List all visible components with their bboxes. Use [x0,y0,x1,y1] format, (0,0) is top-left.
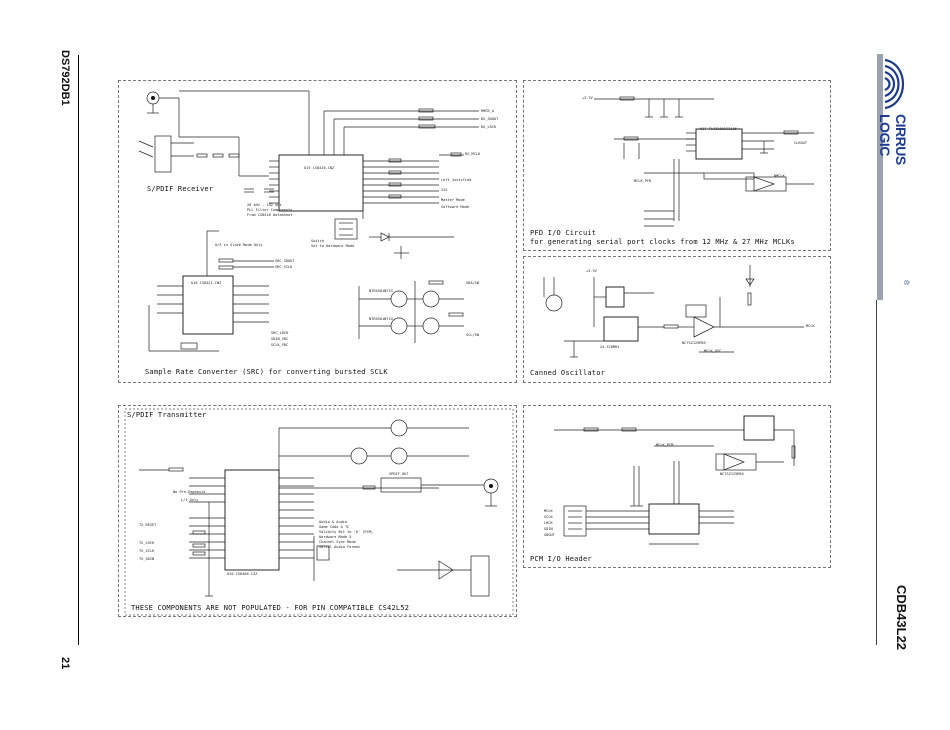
pfd-net-clkout: CLKOUT [794,141,807,145]
fet-part-1: NTR4501NT1G [369,289,393,293]
src-net-sclk-in: SCLK_SRC [271,343,289,347]
src-net-lrck: SRC_LRCK [271,331,289,335]
tx-note-gamecode: Game Code & TC [319,525,350,529]
rx-note-2: PLL Filter Components [247,208,293,212]
tx-note-preemph: No Pre-Emphasis [173,490,206,494]
cirrus-logo-icon [877,54,905,300]
pfd-schematic [594,96,814,227]
pcm-net-sdout: SDOUT [544,533,555,537]
left-margin-rule [78,55,79,645]
spdif-receiver-title: S/PDIF Receiver [147,185,214,193]
pfd-net-nmclk: NMCLK [774,174,785,178]
pcm-part-buffer: NC7SZ125M5X [720,472,744,476]
pfd-chip-label: U17 TLV320AIC3106 [700,127,737,131]
osc-schematic [543,265,804,358]
pfd-title-line1: PFD I/O Circuit [530,229,597,237]
tx-note-format: Serial Audio Format [319,545,361,549]
pfd-title-line2: for generating serial port clocks from 1… [530,238,795,246]
src-note-hw-mode: Set to Hardware Mode [311,244,355,248]
src-note-switch: Switch [311,239,324,243]
rx-right-mclk: RX_MCLK [465,152,481,156]
src-net-sdin: SDIN_SRC [271,337,289,341]
canned-osc-title: Canned Oscillator [530,369,606,377]
page-number: 21 [59,657,71,670]
rx-net-lrck: RX_LRCK [481,125,497,129]
panel-pcm: PCM I/O Header MCLK SCLK LRCK SDIN SDOUT… [523,405,831,568]
src-net-sdout: SRC_SDOUT [275,259,295,263]
rx-right-i2s: I2S [441,188,448,192]
rx-note-3: From CS8416 Datasheet [247,213,293,217]
board-title: CDB43L22 [894,585,909,651]
tx-note-lj: L/J Only [181,498,199,502]
tx-net-sclk: TX_SCLK [139,549,155,553]
receiver-src-schematic [138,90,479,352]
pcm-net-mclk: MCLK [544,509,553,513]
panel-canned-osc: Canned Oscillator +3.3V NC7SZ125M5X 24.5… [523,256,831,383]
rx-net-rmck: RMCK_A [481,109,494,113]
pcm-net-sdin: SDIN [544,527,553,531]
pcm-title: PCM I/O Header [530,555,592,563]
fet-net-sda: SDA/SW [466,281,479,285]
pcm-net-lrck: LRCK [544,521,553,525]
tx-note-validity: Validity Bit to '0' (PCM) [319,530,374,534]
spdif-tx-footnote: THESE COMPONENTS ARE NOT POPULATED - FOR… [131,604,410,612]
tx-note-audio: Audio & Audio [319,520,348,524]
tx-note-hwmode: Hardware Mode 5 [319,535,352,539]
osc-part-crystal: 24.576MHz [600,345,620,349]
src-title: Sample Rate Converter (SRC) for converti… [145,368,388,376]
pcm-net-mclk-pcm: MCLK_PCM [656,443,674,447]
panel-spdif-tx: S/PDIF Transmitter THESE COMPONENTS ARE … [118,405,517,617]
cirrus-logo: CIRRUS LOGIC ® [871,52,915,302]
fet-net-scl: SCL/SW [466,333,479,337]
osc-net-mclk-osc: MCLK_OSC [704,349,722,353]
rx-net-sdout: RX_SDOUT [481,117,499,121]
logo-registered-mark: ® [902,280,909,286]
src-note-slave: U/S in Slave Mode Only [215,243,263,247]
osc-net-vcc: +3.3V [586,269,597,273]
rx-note-1: 20 kHz - 192 kHz [247,203,282,207]
pfd-net-vcc: +3.3V [582,96,593,100]
pcm-net-sclk: SCLK [544,515,553,519]
pcm-schematic [554,415,796,545]
src-net-sclk: SRC_SCLK [275,265,293,269]
rx-chip-label: U15 CS8416-CNZ [304,166,335,170]
tx-net-reset: TX_RESET [139,523,157,527]
spdif-tx-title: S/PDIF Transmitter [127,411,207,419]
right-margin-rule [876,300,877,645]
tx-net-sdin: TX_SDIN [139,557,155,561]
panel-pfd: PFD I/O Circuit for generating serial po… [523,80,831,251]
tx-schematic [124,408,514,616]
logo-text: CIRRUS LOGIC [877,114,909,165]
osc-net-mclk: MCLK [806,324,815,328]
panel-spdif-receiver-src: S/PDIF Receiver Sample Rate Converter (S… [118,80,517,383]
tx-note-chsync: Channel Sync Mode [319,540,356,544]
rx-right-lj: Left Justified [441,178,472,182]
tx-chip-label: U20 CS8406-CZZ [227,572,258,576]
tx-net-lrck: TX_LRCK [139,541,155,545]
fet-part-2: NTR4501NT1G [369,317,393,321]
pfd-net-mclk: MCLK_PFD [634,179,652,183]
src-chip-label: U16 CS8421-CNZ [191,281,222,285]
rx-right-software: Software Mode [441,205,470,209]
osc-part-buffer: NC7SZ125M5X [682,341,706,345]
rx-right-master: Master Mode [441,198,465,202]
doc-id: DS792DB1 [59,50,71,106]
tx-net-spdif-out: SPDIF_OUT [389,472,409,476]
